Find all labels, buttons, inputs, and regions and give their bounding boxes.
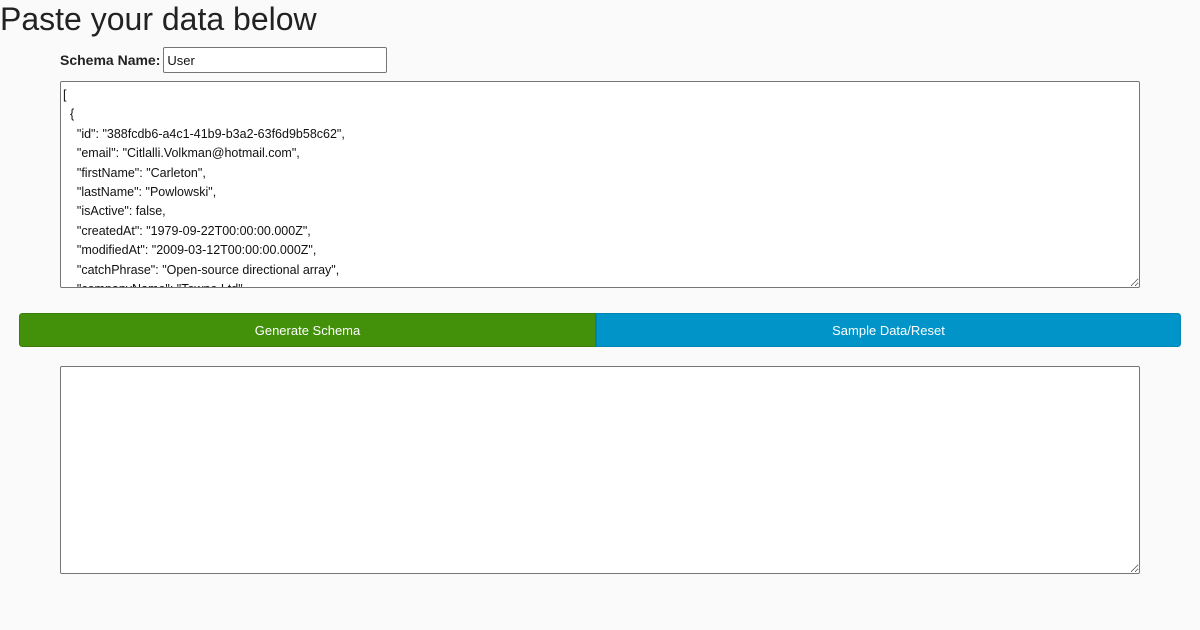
sample-data-reset-button[interactable]: Sample Data/Reset <box>596 313 1181 347</box>
action-button-group: Generate Schema Sample Data/Reset <box>19 313 1181 347</box>
schema-name-input[interactable] <box>163 47 388 73</box>
page-title: Paste your data below <box>0 1 317 37</box>
generate-schema-button[interactable]: Generate Schema <box>19 313 596 347</box>
schema-name-row: Schema Name: <box>60 47 388 73</box>
schema-output-textarea[interactable] <box>60 366 1140 574</box>
schema-name-label: Schema Name: <box>60 52 161 68</box>
data-input-textarea[interactable]: [ { "id": "388fcdb6-a4c1-41b9-b3a2-63f6d… <box>60 81 1140 288</box>
